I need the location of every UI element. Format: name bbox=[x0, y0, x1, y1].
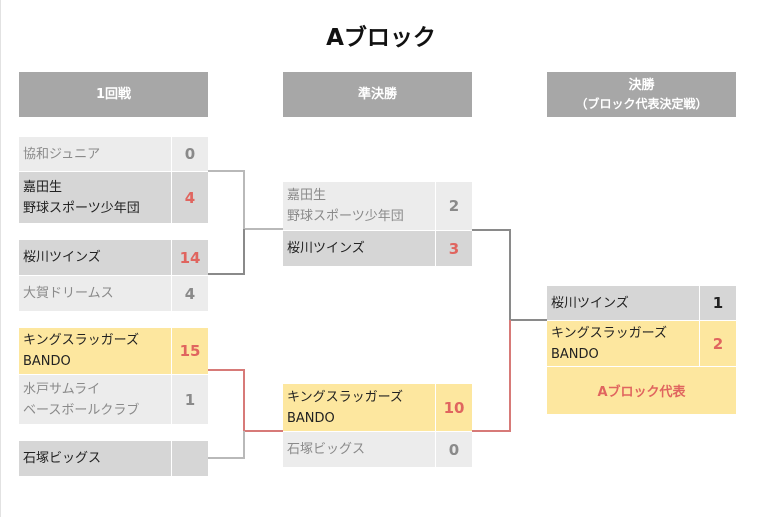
connector-semi-top bbox=[472, 229, 547, 321]
final-team-2: キングスラッガーズ BANDO 2 bbox=[547, 321, 736, 366]
team-name: 桜川ツインズ bbox=[287, 241, 365, 256]
connector-r1-m4 bbox=[208, 431, 245, 459]
header-round1-label: 1回戦 bbox=[95, 87, 132, 102]
semi-team-3: キングスラッガーズ BANDO 10 bbox=[283, 384, 472, 431]
block-representative-badge: Aブロック代表 bbox=[547, 367, 736, 414]
header-final-label: 決勝 bbox=[628, 77, 655, 93]
header-final-sublabel: （ブロック代表決定戦） bbox=[575, 96, 708, 111]
connector-semi-bottom bbox=[472, 320, 511, 432]
team-name: キングスラッガーズ BANDO bbox=[551, 325, 667, 362]
round1-team-3: 桜川ツインズ 14 bbox=[19, 240, 208, 275]
team-score: 4 bbox=[171, 172, 208, 223]
team-score: 2 bbox=[699, 321, 736, 366]
connector-r1-m3 bbox=[208, 369, 283, 432]
team-name: 石塚ビッグス bbox=[287, 442, 366, 457]
team-score: 2 bbox=[435, 182, 472, 230]
semi-team-2: 桜川ツインズ 3 bbox=[283, 231, 472, 266]
round1-team-6: 水戸サムライ ベースボールクラブ 1 bbox=[19, 375, 208, 424]
round1-team-2: 嘉田生 野球スポーツ少年団 4 bbox=[19, 172, 208, 223]
team-score: 15 bbox=[171, 328, 208, 374]
round1-team-5: キングスラッガーズ BANDO 15 bbox=[19, 328, 208, 374]
team-name: 水戸サムライ ベースボールクラブ bbox=[23, 381, 140, 418]
final-team-1: 桜川ツインズ 1 bbox=[547, 286, 736, 320]
team-name: 桜川ツインズ bbox=[551, 295, 629, 311]
team-score: 0 bbox=[171, 137, 208, 171]
team-score: 10 bbox=[435, 384, 472, 431]
connector-r1-m2 bbox=[208, 229, 245, 275]
block-representative-label: Aブロック代表 bbox=[597, 385, 686, 400]
round1-team-4: 大賀ドリームス 4 bbox=[19, 276, 208, 311]
team-name: 大賀ドリームス bbox=[23, 286, 114, 301]
team-score: 3 bbox=[435, 231, 472, 266]
left-border bbox=[0, 0, 1, 517]
team-name: 嘉田生 野球スポーツ少年団 bbox=[287, 188, 404, 224]
team-score: 1 bbox=[171, 375, 208, 424]
team-score: 1 bbox=[699, 286, 736, 320]
team-score: 0 bbox=[435, 432, 472, 467]
team-score: 14 bbox=[171, 240, 208, 275]
team-name: 嘉田生 野球スポーツ少年団 bbox=[23, 179, 140, 216]
semi-team-4: 石塚ビッグス 0 bbox=[283, 432, 472, 467]
team-name: 協和ジュニア bbox=[23, 146, 101, 162]
team-score bbox=[171, 441, 208, 476]
header-semifinal: 準決勝 bbox=[283, 72, 472, 117]
team-name: キングスラッガーズ BANDO bbox=[287, 389, 403, 426]
team-name: 石塚ビッグス bbox=[23, 451, 102, 466]
header-final: 決勝 （ブロック代表決定戦） bbox=[547, 72, 736, 117]
page-title: Aブロック bbox=[326, 25, 436, 51]
connector-r1-m1 bbox=[208, 170, 283, 230]
team-score: 4 bbox=[171, 276, 208, 311]
team-name: キングスラッガーズ BANDO bbox=[23, 333, 139, 369]
team-name: 桜川ツインズ bbox=[23, 250, 101, 265]
semi-team-1: 嘉田生 野球スポーツ少年団 2 bbox=[283, 182, 472, 230]
header-round1: 1回戦 bbox=[19, 72, 208, 117]
round1-team-7: 石塚ビッグス bbox=[19, 441, 208, 476]
header-semifinal-label: 準決勝 bbox=[357, 87, 397, 102]
round1-team-1: 協和ジュニア 0 bbox=[19, 137, 208, 171]
